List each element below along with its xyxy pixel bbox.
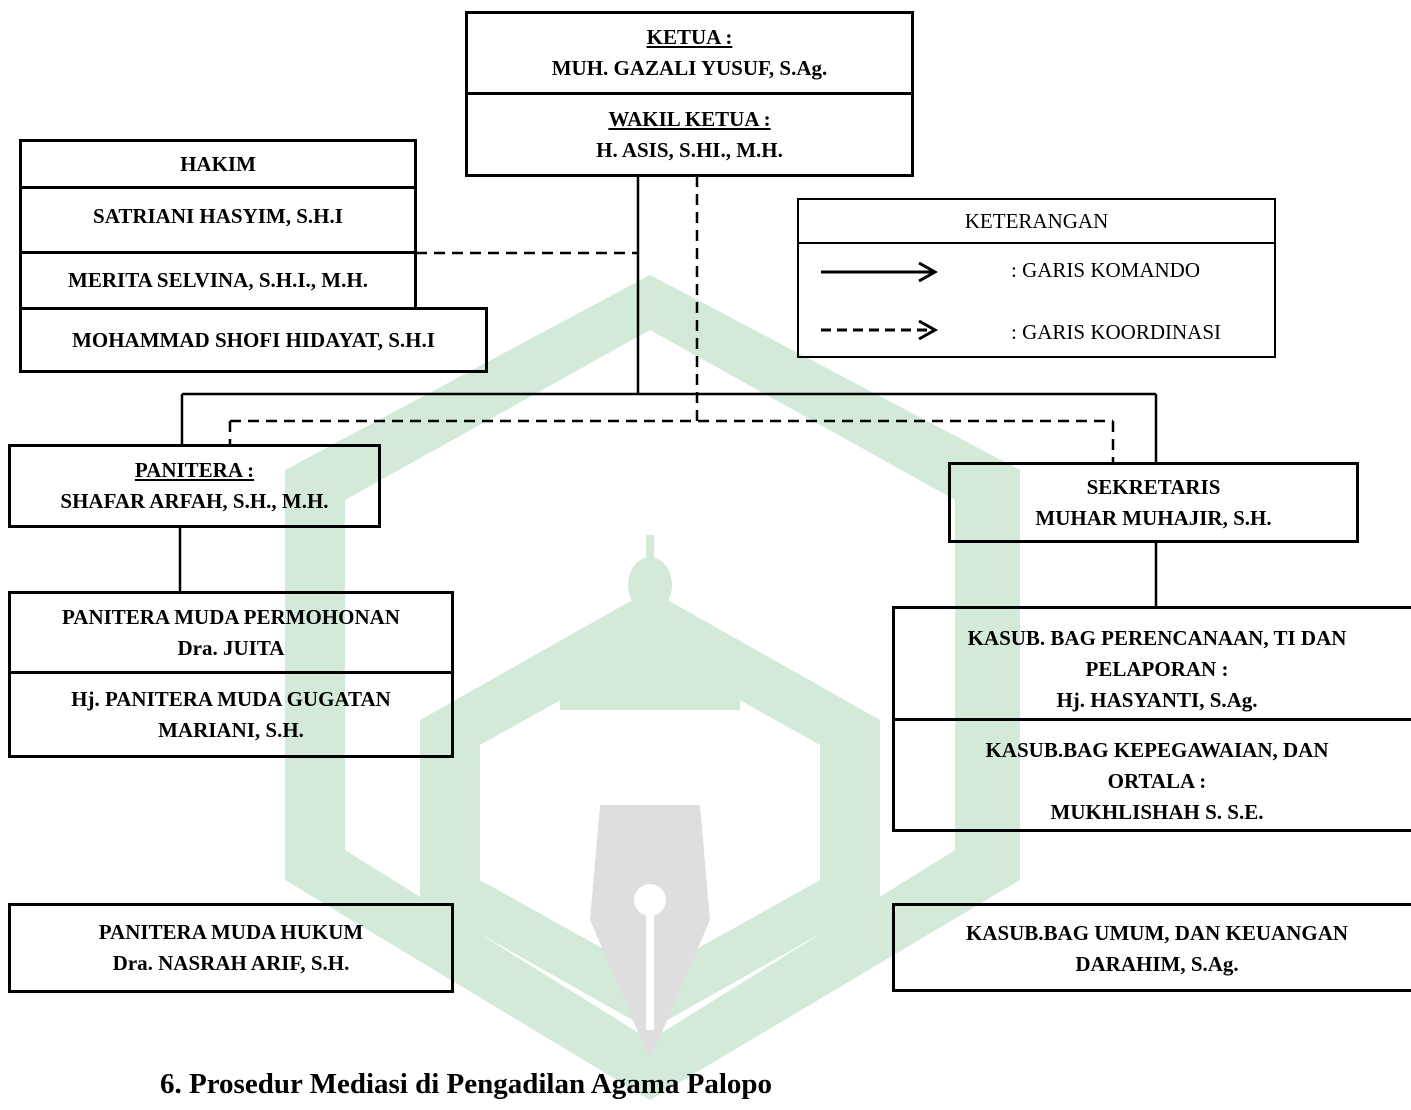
- ketua-title: KETUA :: [646, 25, 733, 49]
- pm-hukum-title: PANITERA MUDA HUKUM: [98, 920, 364, 944]
- kasub-umum-name: DARAHIM, S.Ag.: [1075, 952, 1239, 976]
- kasub-kepegawaian-title: KASUB.BAG KEPEGAWAIAN, DAN: [985, 738, 1329, 762]
- pm-hukum-name: Dra. NASRAH ARIF, S.H.: [112, 951, 350, 975]
- legend-label-komando: : GARIS KOMANDO: [1011, 258, 1201, 282]
- solid-arrow-icon: [821, 261, 939, 283]
- pm-gugatan-box: Hj. PANITERA MUDA GUGATAN MARIANI, S.H.: [8, 671, 454, 758]
- kasub-kepegawaian-name: MUKHLISHAH S. S.E.: [1050, 800, 1264, 824]
- hakim-member-box: MERITA SELVINA, S.H.I., M.H.: [19, 251, 417, 310]
- pm-permohonan-box: PANITERA MUDA PERMOHONAN Dra. JUITA: [8, 591, 454, 674]
- pm-permohonan-name: Dra. JUITA: [177, 635, 285, 660]
- pm-hukum-box: PANITERA MUDA HUKUM Dra. NASRAH ARIF, S.…: [8, 903, 454, 993]
- kasub-perencanaan-box: KASUB. BAG PERENCANAAN, TI DAN PELAPORAN…: [892, 606, 1411, 721]
- ketua-name: MUH. GAZALI YUSUF, S.Ag.: [551, 56, 828, 80]
- pm-gugatan-title: Hj. PANITERA MUDA GUGATAN: [71, 687, 391, 711]
- panitera-name: SHAFAR ARFAH, S.H., M.H.: [60, 489, 329, 513]
- legend-label-koordinasi: : GARIS KOORDINASI: [1011, 320, 1222, 344]
- sekretaris-box: SEKRETARIS MUHAR MUHAJIR, S.H.: [948, 462, 1359, 543]
- pm-permohonan-title: PANITERA MUDA PERMOHONAN: [62, 604, 400, 629]
- kasub-perencanaan-name: Hj. HASYANTI, S.Ag.: [1056, 688, 1258, 712]
- kasub-umum-title: KASUB.BAG UMUM, DAN KEUANGAN: [965, 921, 1349, 945]
- kasub-kepegawaian-title-cont: ORTALA :: [1107, 769, 1207, 793]
- kasub-umum-box: KASUB.BAG UMUM, DAN KEUANGAN DARAHIM, S.…: [892, 903, 1411, 992]
- hakim-title-box: HAKIM: [19, 139, 417, 189]
- panitera-title: PANITERA :: [134, 458, 255, 482]
- wakil-ketua-title: WAKIL KETUA :: [608, 106, 771, 131]
- legend-title: KETERANGAN: [799, 200, 1274, 244]
- wakil-ketua-name: H. ASIS, S.HI., M.H.: [596, 137, 783, 162]
- pm-gugatan-name: MARIANI, S.H.: [158, 718, 304, 742]
- section-heading: 6. Prosedur Mediasi di Pengadilan Agama …: [160, 1068, 773, 1100]
- hakim-member: MERITA SELVINA, S.H.I., M.H.: [68, 268, 368, 292]
- legend-box: KETERANGAN : GARIS KOMANDO : GARIS KOORD…: [797, 198, 1276, 358]
- hakim-title: HAKIM: [180, 151, 256, 176]
- hakim-member: SATRIANI HASYIM, S.H.I: [93, 204, 343, 228]
- hakim-member: MOHAMMAD SHOFI HIDAYAT, S.H.I: [72, 327, 435, 352]
- dashed-arrow-icon: [821, 319, 939, 341]
- kasub-perencanaan-title: KASUB. BAG PERENCANAAN, TI DAN: [967, 626, 1347, 650]
- kasub-kepegawaian-box: KASUB.BAG KEPEGAWAIAN, DAN ORTALA : MUKH…: [892, 718, 1411, 832]
- hakim-member-box: SATRIANI HASYIM, S.H.I: [19, 186, 417, 254]
- panitera-box: PANITERA : SHAFAR ARFAH, S.H., M.H.: [8, 444, 381, 528]
- ketua-box: KETUA : MUH. GAZALI YUSUF, S.Ag.: [465, 11, 914, 95]
- sekretaris-name: MUHAR MUHAJIR, S.H.: [1035, 505, 1272, 530]
- kasub-perencanaan-title-cont: PELAPORAN :: [1085, 657, 1229, 681]
- sekretaris-title: SEKRETARIS: [1086, 474, 1221, 499]
- hakim-member-box: MOHAMMAD SHOFI HIDAYAT, S.H.I: [19, 307, 488, 373]
- wakil-ketua-box: WAKIL KETUA : H. ASIS, S.HI., M.H.: [465, 92, 914, 177]
